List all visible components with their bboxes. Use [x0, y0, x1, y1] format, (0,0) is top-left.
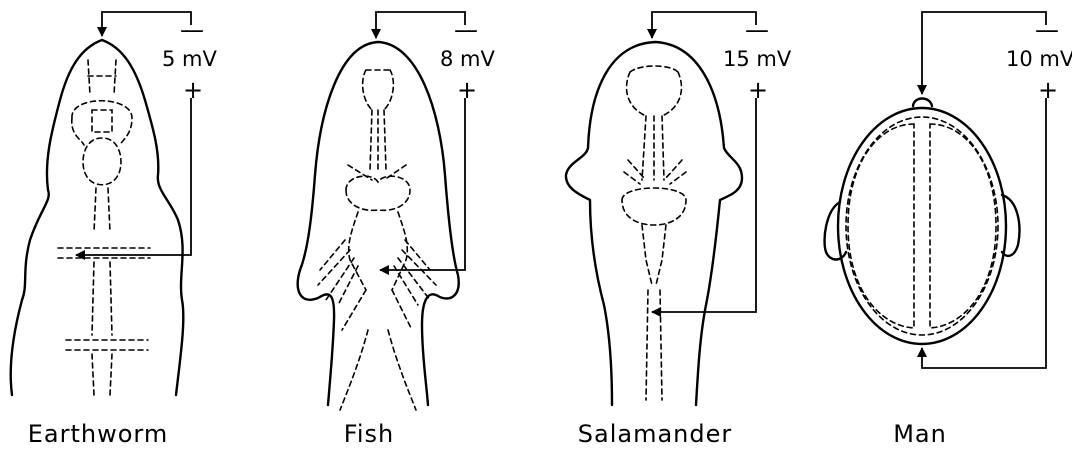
salamander-nervous-system [622, 66, 686, 400]
man-label: Man [893, 420, 947, 448]
man-positive-sign: + [1038, 76, 1058, 104]
salamander-negative-sign: — [745, 16, 769, 44]
earthworm-negative-sign: — [180, 16, 204, 44]
fish-voltage-label: 8 mV [440, 47, 495, 71]
fish-body-outline [298, 42, 459, 405]
panel-man: — 10 mV + Man [825, 12, 1072, 448]
man-brain-hemispheres [846, 117, 998, 335]
man-negative-sign: — [1035, 16, 1059, 44]
salamander-voltage-label: 15 mV [723, 47, 792, 71]
salamander-body-outline [566, 42, 742, 405]
earthworm-positive-sign: + [183, 76, 203, 104]
fish-electrode-wire-negative [376, 12, 465, 38]
man-electrode-wire-positive [922, 98, 1046, 368]
man-head-outline [838, 108, 1006, 344]
earthworm-electrode-wire-positive [76, 98, 191, 255]
man-voltage-label: 10 mV [1006, 47, 1072, 71]
panel-salamander: — 15 mV + Salamander [566, 12, 792, 448]
panel-earthworm: — 5 mV + Earthworm [11, 12, 218, 448]
man-left-ear [825, 202, 846, 260]
panel-fish: — 8 mV + Fish [298, 12, 496, 448]
fish-positive-sign: + [457, 76, 477, 104]
fish-nervous-system [318, 70, 436, 410]
earthworm-label: Earthworm [28, 420, 169, 448]
salamander-label: Salamander [578, 420, 732, 448]
earthworm-body-outline [11, 40, 184, 395]
salamander-electrode-wire-positive [652, 98, 756, 312]
earthworm-electrode-wire-negative [102, 12, 191, 36]
earthworm-nervous-system [58, 60, 150, 395]
man-nose-outline [913, 99, 932, 107]
earthworm-voltage-label: 5 mV [162, 47, 217, 71]
fish-negative-sign: — [454, 16, 478, 44]
salamander-positive-sign: + [748, 76, 768, 104]
salamander-electrode-wire-negative [652, 12, 756, 38]
fish-label: Fish [344, 420, 394, 448]
